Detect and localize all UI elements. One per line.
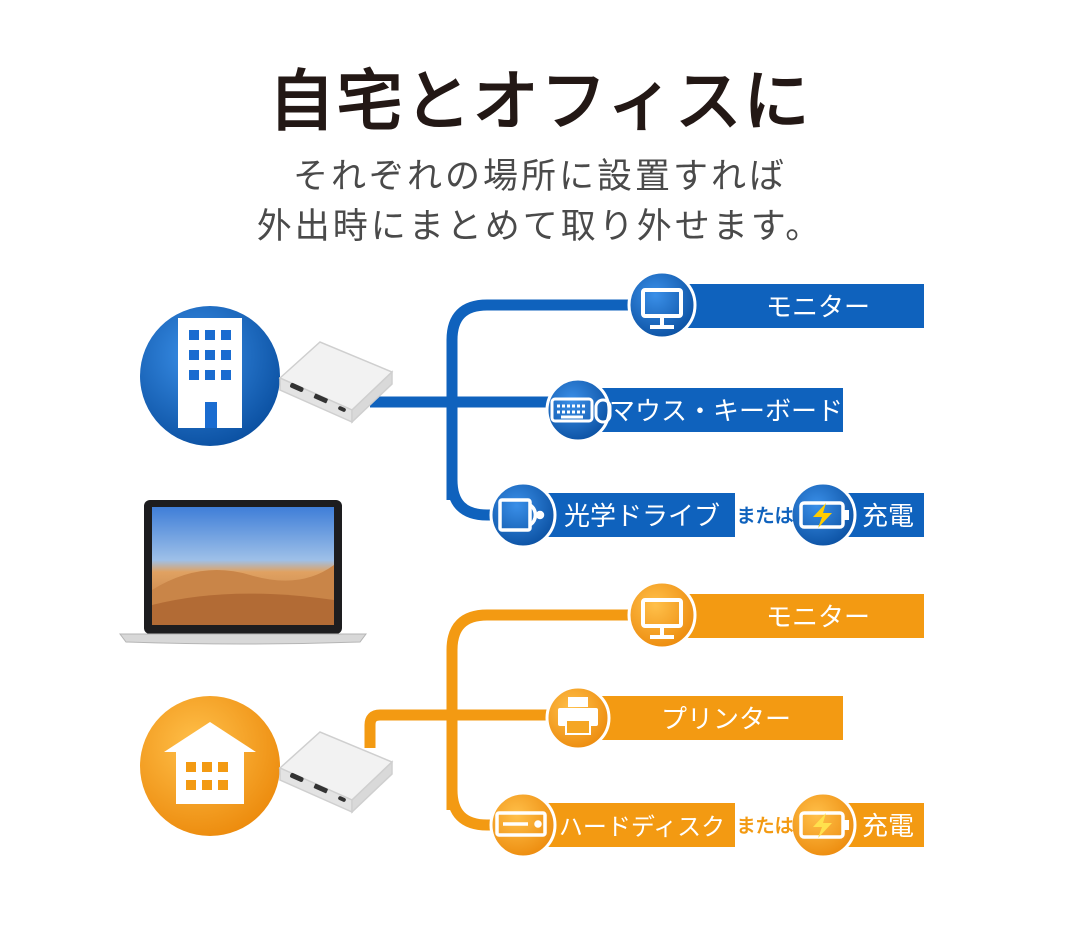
home-disk-badge: [489, 791, 557, 859]
monitor-icon: [641, 288, 683, 329]
laptop-image: [119, 500, 367, 645]
office-keyboard-badge: [545, 377, 612, 443]
battery-charge-icon: [799, 501, 849, 529]
home-printer-badge: [545, 685, 611, 751]
office-monitor-badge: [627, 270, 697, 340]
office-connector-text: または: [736, 505, 793, 527]
printer-icon: [558, 697, 598, 735]
office-connectors: [370, 299, 640, 521]
home-connectors: [364, 609, 640, 831]
hard-disk-icon: [495, 811, 547, 837]
office-alt-label: 充電: [862, 502, 914, 532]
monitor-icon: [641, 598, 683, 639]
house-badge: [140, 696, 280, 836]
subtitle-line-1: それぞれの場所に設置すれば: [292, 157, 787, 197]
battery-charge-icon: [799, 811, 849, 839]
office-item-label-2: マウス・キーボード: [609, 397, 843, 427]
page-title: 自宅とオフィスに: [268, 63, 812, 140]
office-drive-badge: [489, 481, 557, 549]
home-bar-monitor: [660, 594, 924, 638]
home-alt-label: 充電: [862, 812, 914, 842]
home-monitor-badge: [627, 580, 697, 650]
office-charge-badge: [789, 481, 857, 549]
keyboard-mouse-icon: [550, 397, 612, 424]
office-building-badge: [140, 306, 280, 446]
office-item-label-1: モニター: [766, 293, 870, 323]
home-charge-badge: [789, 791, 857, 859]
optical-drive-icon: [498, 498, 545, 532]
home-usb-hub-image: [278, 731, 394, 814]
office-bar-monitor: [660, 284, 924, 328]
office-building-icon: [178, 318, 242, 428]
home-item-label-1: モニター: [766, 603, 870, 633]
home-bar-printer: [575, 696, 843, 740]
subtitle-line-2: 外出時にまとめて取り外せます。: [256, 207, 824, 247]
office-item-label-3: 光学ドライブ: [564, 502, 720, 532]
office-usb-hub-image: [278, 341, 394, 424]
home-item-label-2: プリンター: [661, 705, 791, 735]
house-icon: [164, 722, 256, 804]
home-connector-text: または: [736, 815, 793, 837]
home-item-label-3: ハードディスク: [559, 813, 725, 841]
